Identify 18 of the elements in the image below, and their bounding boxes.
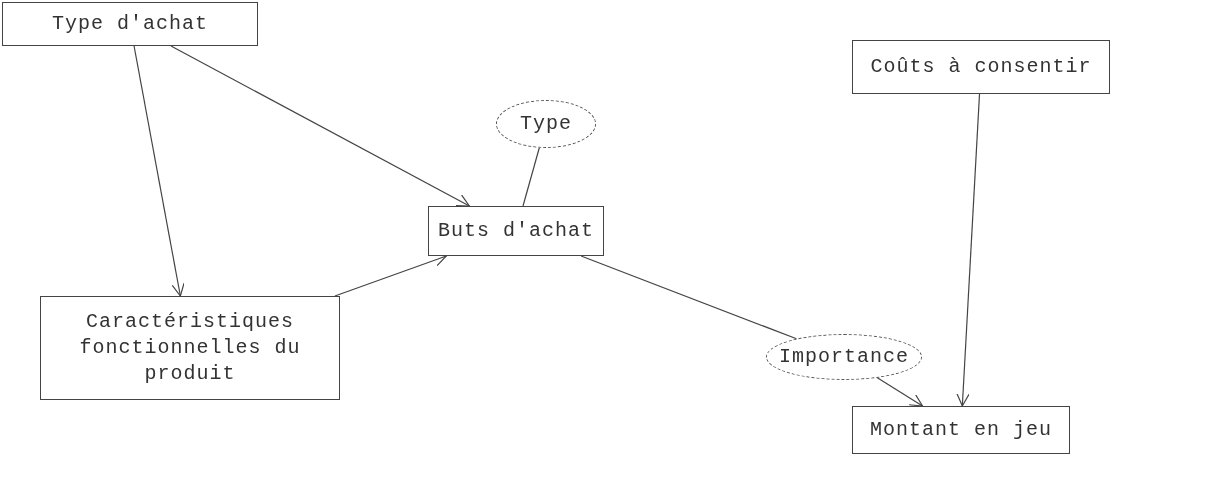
arrow xyxy=(956,93,981,407)
node-label: Coûts à consentir xyxy=(870,54,1092,80)
node-label: Caractéristiques fonctionnelles du produit xyxy=(78,309,302,387)
node-label: Buts d'achat xyxy=(438,218,594,244)
node-label: Type xyxy=(520,111,572,137)
box-node xyxy=(2,2,258,46)
connector-line xyxy=(522,147,540,207)
arrow xyxy=(170,45,470,207)
box-node xyxy=(852,40,1110,94)
connector-line xyxy=(580,255,798,340)
node-label: Montant en jeu xyxy=(870,417,1052,443)
arrow xyxy=(876,377,924,407)
node-label: Type d'achat xyxy=(52,11,208,37)
node-label: Importance xyxy=(779,344,909,370)
box-node xyxy=(852,406,1070,454)
box-node xyxy=(40,296,340,400)
arrow xyxy=(133,45,185,297)
box-node xyxy=(428,206,604,256)
